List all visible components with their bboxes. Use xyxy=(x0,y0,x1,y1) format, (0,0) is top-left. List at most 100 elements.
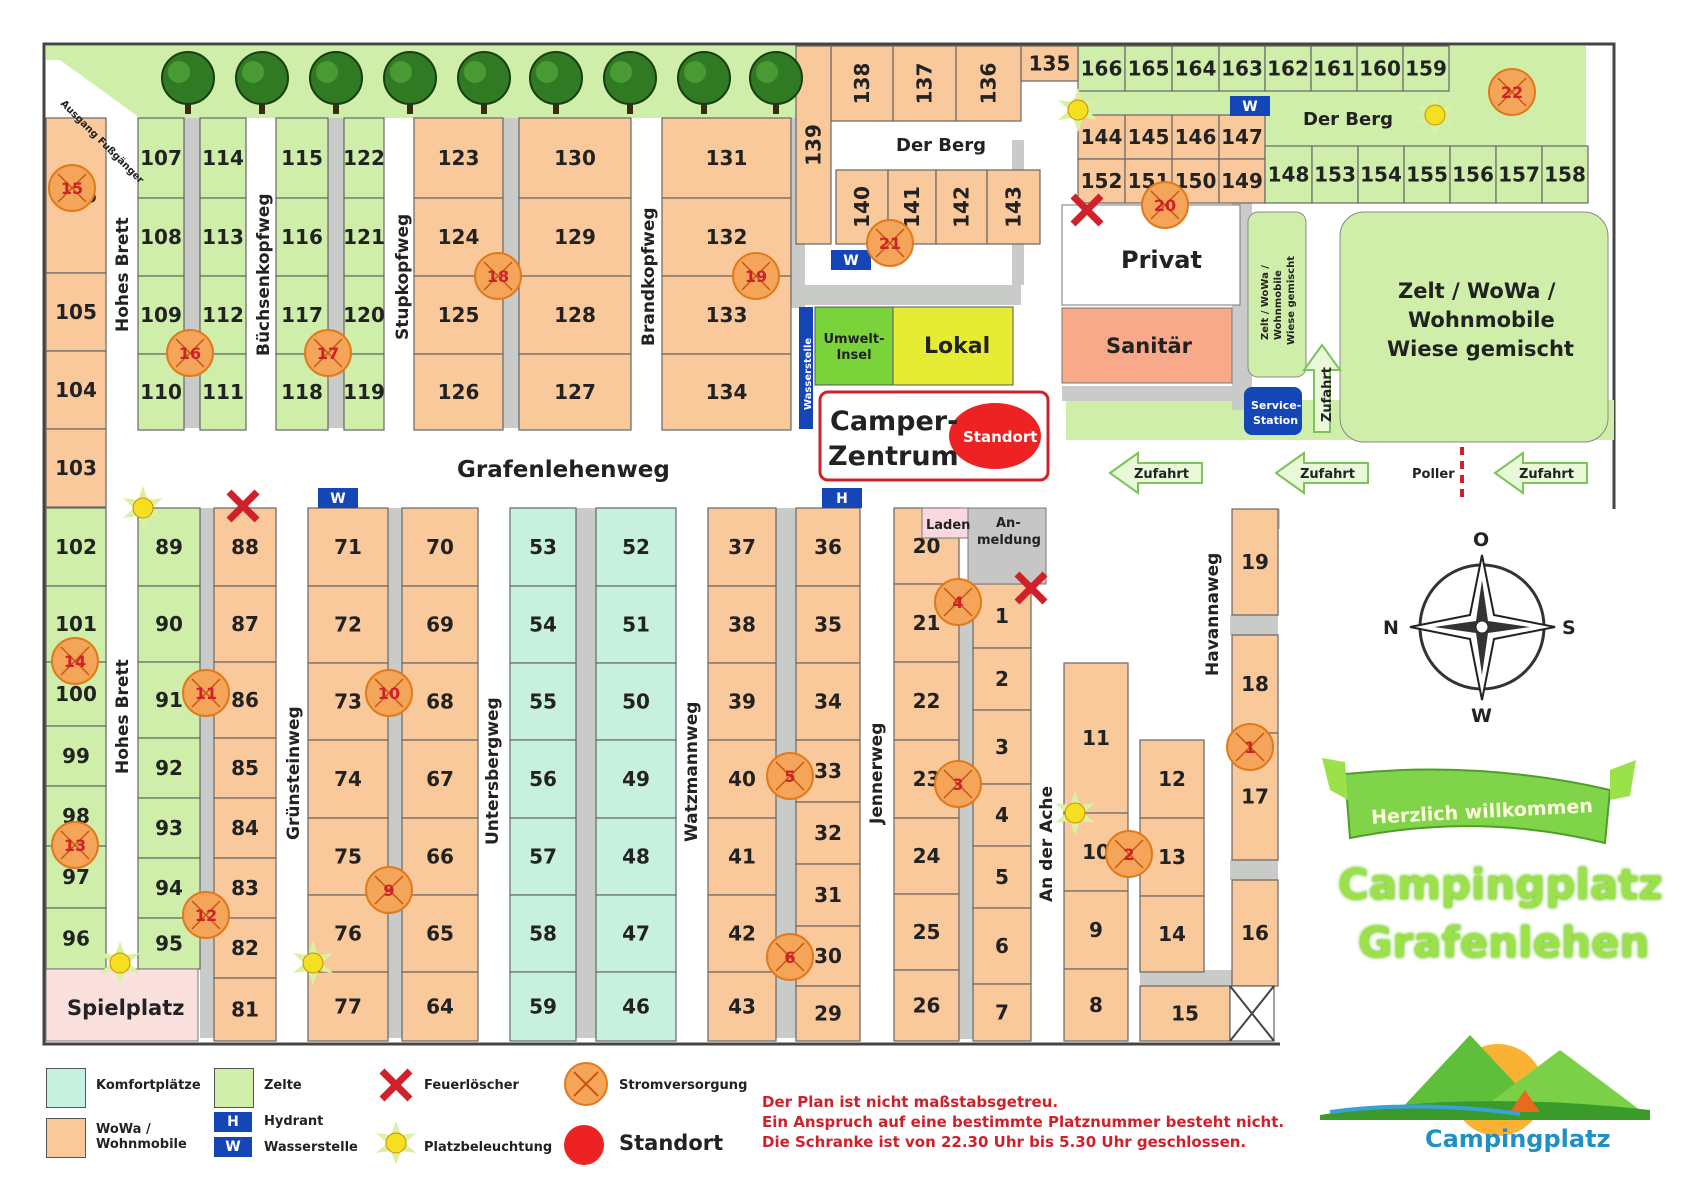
plot-69[interactable] xyxy=(401,585,479,664)
plot-24[interactable] xyxy=(893,817,960,895)
plot-22[interactable] xyxy=(893,661,960,741)
plot-66[interactable] xyxy=(401,817,479,896)
plot-148[interactable] xyxy=(1264,145,1313,204)
plot-7[interactable] xyxy=(972,983,1032,1042)
plot-154[interactable] xyxy=(1357,145,1405,204)
plot-12[interactable] xyxy=(1139,739,1205,819)
plot-49[interactable] xyxy=(595,739,677,819)
plot-42[interactable] xyxy=(707,894,777,973)
plot-96[interactable] xyxy=(45,907,107,970)
plot-89[interactable] xyxy=(137,507,201,587)
plot-84[interactable] xyxy=(213,797,277,859)
plot-104[interactable] xyxy=(45,350,107,430)
plot-52[interactable] xyxy=(595,507,677,587)
plot-48[interactable] xyxy=(595,817,677,896)
plot-5[interactable] xyxy=(972,845,1032,909)
plot-11[interactable] xyxy=(1063,662,1129,814)
plot-35[interactable] xyxy=(795,585,861,664)
plot-164[interactable] xyxy=(1171,45,1220,92)
plot-2[interactable] xyxy=(972,647,1032,711)
plot-163[interactable] xyxy=(1218,45,1266,92)
plot-40[interactable] xyxy=(707,739,777,819)
plot-143[interactable] xyxy=(986,169,1041,245)
plot-9[interactable] xyxy=(1063,890,1129,970)
plot-123[interactable] xyxy=(413,117,504,199)
plot-77[interactable] xyxy=(307,971,389,1042)
plot-129[interactable] xyxy=(518,197,632,277)
plot-134[interactable] xyxy=(661,353,792,431)
plot-137[interactable] xyxy=(892,45,957,122)
plot-99[interactable] xyxy=(45,725,107,787)
plot-34[interactable] xyxy=(795,662,861,741)
plot-114[interactable] xyxy=(199,117,247,199)
plot-3[interactable] xyxy=(972,709,1032,785)
plot-53[interactable] xyxy=(509,507,577,587)
plot-156[interactable] xyxy=(1449,145,1497,204)
plot-115[interactable] xyxy=(275,117,329,199)
plot-38[interactable] xyxy=(707,585,777,664)
plot-74[interactable] xyxy=(307,739,389,819)
plot-59[interactable] xyxy=(509,971,577,1042)
plot-92[interactable] xyxy=(137,737,201,799)
plot-68[interactable] xyxy=(401,662,479,741)
plot-25[interactable] xyxy=(893,893,960,971)
plot-19[interactable] xyxy=(1231,508,1279,616)
plot-120[interactable] xyxy=(343,275,385,355)
plot-147[interactable] xyxy=(1218,114,1266,160)
plot-103[interactable] xyxy=(45,428,107,508)
plot-57[interactable] xyxy=(509,817,577,896)
plot-107[interactable] xyxy=(137,117,185,199)
plot-144[interactable] xyxy=(1077,114,1126,160)
plot-160[interactable] xyxy=(1356,45,1404,92)
plot-81[interactable] xyxy=(213,977,277,1042)
plot-105[interactable] xyxy=(45,272,107,352)
plot-93[interactable] xyxy=(137,797,201,859)
plot-51[interactable] xyxy=(595,585,677,664)
plot-16[interactable] xyxy=(1231,879,1279,987)
plot-58[interactable] xyxy=(509,894,577,973)
plot-43[interactable] xyxy=(707,971,777,1042)
plot-72[interactable] xyxy=(307,585,389,664)
plot-37[interactable] xyxy=(707,507,777,587)
plot-161[interactable] xyxy=(1310,45,1358,92)
plot-155[interactable] xyxy=(1403,145,1451,204)
plot-87[interactable] xyxy=(213,585,277,663)
plot-18[interactable] xyxy=(1231,634,1279,734)
plot-14[interactable] xyxy=(1139,895,1205,973)
plot-46[interactable] xyxy=(595,971,677,1042)
plot-85[interactable] xyxy=(213,737,277,799)
plot-122[interactable] xyxy=(343,117,385,199)
plot-119[interactable] xyxy=(343,353,385,431)
plot-88[interactable] xyxy=(213,507,277,587)
plot-8[interactable] xyxy=(1063,968,1129,1042)
plot-121[interactable] xyxy=(343,197,385,277)
plot-159[interactable] xyxy=(1402,45,1450,92)
plot-166[interactable] xyxy=(1077,45,1126,92)
plot-142[interactable] xyxy=(935,169,988,245)
plot-126[interactable] xyxy=(413,353,504,431)
plot-54[interactable] xyxy=(509,585,577,664)
plot-131[interactable] xyxy=(661,117,792,199)
plot-128[interactable] xyxy=(518,275,632,355)
plot-15[interactable] xyxy=(1139,985,1231,1042)
plot-90[interactable] xyxy=(137,585,201,663)
plot-136[interactable] xyxy=(955,45,1022,122)
plot-162[interactable] xyxy=(1264,45,1312,92)
plot-47[interactable] xyxy=(595,894,677,973)
plot-67[interactable] xyxy=(401,739,479,819)
plot-4[interactable] xyxy=(972,783,1032,847)
plot-32[interactable] xyxy=(795,801,861,865)
plot-36[interactable] xyxy=(795,507,861,587)
plot-127[interactable] xyxy=(518,353,632,431)
plot-102[interactable] xyxy=(45,507,107,587)
plot-26[interactable] xyxy=(893,969,960,1042)
plot-56[interactable] xyxy=(509,739,577,819)
plot-64[interactable] xyxy=(401,971,479,1042)
plot-165[interactable] xyxy=(1124,45,1173,92)
plot-29[interactable] xyxy=(795,985,861,1042)
plot-65[interactable] xyxy=(401,894,479,973)
plot-158[interactable] xyxy=(1541,145,1589,204)
plot-146[interactable] xyxy=(1171,114,1220,160)
plot-157[interactable] xyxy=(1495,145,1543,204)
plot-153[interactable] xyxy=(1311,145,1359,204)
